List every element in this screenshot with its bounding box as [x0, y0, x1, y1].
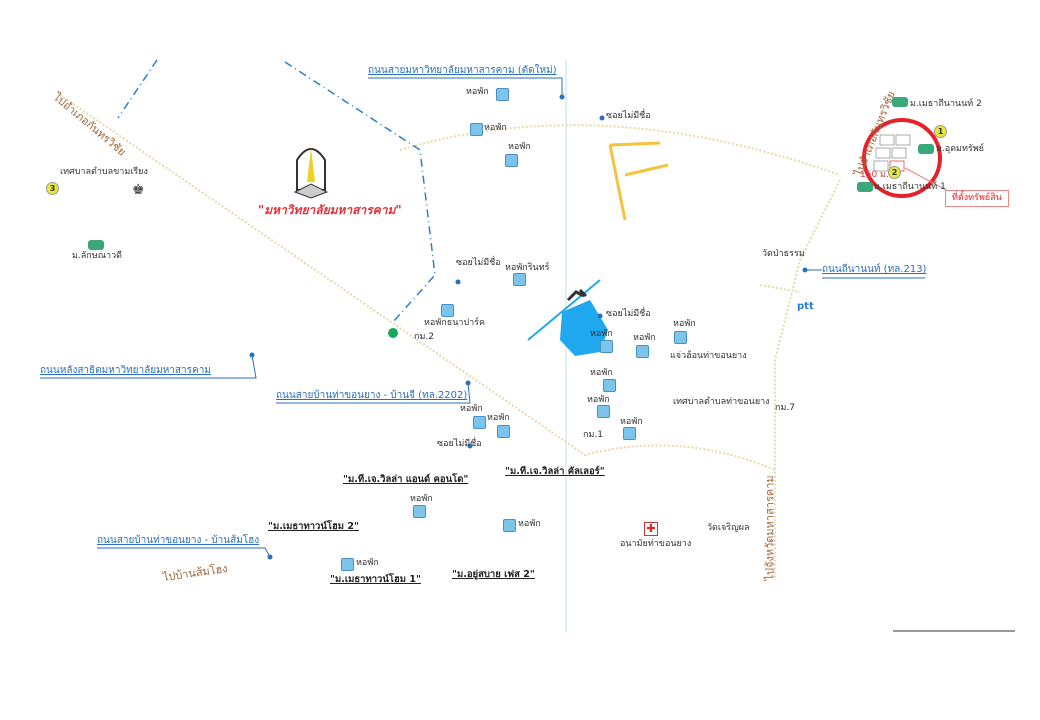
- dorm-icon: [600, 340, 613, 353]
- road-wat: [759, 284, 801, 293]
- metha-theenanon1-label: ม.เมธาถีนานนท์ 1: [874, 182, 946, 192]
- dorm-label: หอพัก: [590, 329, 613, 339]
- kham-riang-municipality: เทศบาลตำบลขามเรียง: [60, 167, 148, 177]
- north-arrow-icon: [566, 288, 588, 302]
- dorm-icon: [497, 425, 510, 438]
- unnamed-soi-label: ซอยไม่มีชื่อ: [437, 439, 482, 449]
- marker-2: 2: [888, 166, 901, 179]
- km1-label: กม.1: [583, 430, 603, 440]
- dorm-label: หอพัก: [484, 123, 507, 133]
- property-location-callout: ที่ตั้งทรัพย์สิน: [945, 190, 1009, 207]
- dorm-icon: [603, 379, 616, 392]
- village-yoosabai2: "ม.อยู่สบาย เฟส 2": [452, 569, 535, 580]
- dorm-label: หอพัก: [673, 319, 696, 329]
- university-label: "มหาวิทยาลัยมหาสารคาม": [258, 203, 402, 217]
- dorm-label: หอพัก: [518, 519, 541, 529]
- marker-3: 3: [46, 182, 59, 195]
- dorm-label: หอพัก: [633, 333, 656, 343]
- garuda-icon: ♚: [132, 182, 145, 198]
- dorm-label: หอพัก: [487, 413, 510, 423]
- village-icon: [892, 97, 908, 107]
- village-icon: [857, 182, 873, 192]
- thakhonyang-municipality-label: เทศบาลตำบลท่าขอนยาง: [673, 397, 770, 407]
- road-label-2202: ถนนสายบ้านท่าขอนยาง - บ้านจี (ทล.2202): [276, 390, 468, 401]
- road-kantharawichai-diagonal: [59, 94, 776, 471]
- dorm-icon: [503, 519, 516, 532]
- wat-charoen-phon-label: วัดเจริญผล: [707, 523, 750, 533]
- unnamed-soi-label: ซอยไม่มีชื่อ: [606, 111, 651, 121]
- health-center-label: อนามัยท่าขอนยาง: [620, 539, 692, 549]
- km7-label: กม.7: [775, 403, 795, 413]
- dorm-icon: [597, 405, 610, 418]
- dorm-icon: [341, 558, 354, 571]
- green-marker: [388, 328, 398, 338]
- dorm-icon: [623, 427, 636, 440]
- planned-road-f: [608, 141, 669, 221]
- property-highlight-circle: [862, 118, 942, 198]
- road-label-213: ถนนถีนานนท์ (ทล.213): [822, 264, 927, 275]
- marker-1: 1: [934, 125, 947, 138]
- dorm-icon: [496, 88, 509, 101]
- boundary-main: [284, 61, 436, 323]
- dorm-thana-park-label: หอพักธนาปาร์ค: [424, 318, 486, 328]
- dorm-label: หอพัก: [508, 142, 531, 152]
- km2-label: กม.2: [414, 332, 434, 342]
- dorm-label: หอพัก: [410, 494, 433, 504]
- dorm-label: หอพัก: [587, 395, 610, 405]
- dorm-label: หอพัก: [466, 87, 489, 97]
- dorm-icon: [441, 304, 454, 317]
- dorm-label: หอพัก: [460, 404, 483, 414]
- land-plot: [560, 300, 608, 356]
- dorm-icon: [674, 331, 687, 344]
- unnamed-soi-label: ซอยไม่มีชื่อ: [456, 258, 501, 268]
- dorm-icon: [513, 273, 526, 286]
- direction-mahasarakham: ไปจังหวัดมหาสารคาม: [763, 475, 777, 581]
- wat-pa-tham-label: วัดป่าธรรม: [762, 249, 805, 259]
- dorm-label: หอพัก: [620, 417, 643, 427]
- dorm-label: หอพัก: [356, 558, 379, 568]
- dorm-label: หอพัก: [590, 368, 613, 378]
- laksanawadee-label: ม.ลักษณาวดี: [72, 251, 122, 261]
- village-tj-color: "ม.ที.เจ.วิลล่า คัลเลอร์": [505, 466, 605, 477]
- dorm-icon: [636, 345, 649, 358]
- distance-label: 150 ม.: [860, 170, 889, 180]
- dorm-rin-label: หอพักรินทร์: [505, 263, 550, 273]
- village-tj-condo: "ม.ที.เจ.วิลล่า แอนด์ คอนโด": [343, 474, 469, 485]
- ptt-logo: ptt: [797, 301, 814, 312]
- road-label-somhong: ถนนสายบ้านท่าขอนยาง - บ้านส้มโฮง: [97, 535, 260, 546]
- unnamed-soi-label: ซอยไม่มีชื่อ: [606, 309, 651, 319]
- jaew-hon-label: แจ่วฮ้อนท่าขอนยาง: [670, 351, 747, 361]
- village-icon: [88, 240, 104, 250]
- village-icon: [918, 144, 934, 154]
- road-label-behind-demo: ถนนหลังสาธิตมหาวิทยาลัยมหาสารคาม: [40, 365, 211, 376]
- dorm-icon: [470, 123, 483, 136]
- road-theenanon: [774, 179, 841, 580]
- boundary-left: [117, 59, 158, 119]
- metha-theenanon2-label: ม.เมธาถีนานนท์ 2: [910, 99, 982, 109]
- road-label-new-univ: ถนนสายมหาวิทยาลัยมหาสารคาม (ตัดใหม่): [368, 65, 557, 76]
- road-new-univ: [399, 124, 841, 176]
- university-logo: [293, 148, 329, 199]
- udomsap-label: ม.อุดมทรัพย์: [936, 144, 984, 154]
- village-metha-town2: "ม.เมธาทาวน์โฮม 2": [268, 521, 359, 532]
- red-cross-icon: ✚: [644, 522, 658, 536]
- dorm-icon: [413, 505, 426, 518]
- dorm-icon: [473, 416, 486, 429]
- village-metha-town1: "ม.เมธาทาวน์โฮม 1": [330, 574, 421, 585]
- dorm-icon: [505, 154, 518, 167]
